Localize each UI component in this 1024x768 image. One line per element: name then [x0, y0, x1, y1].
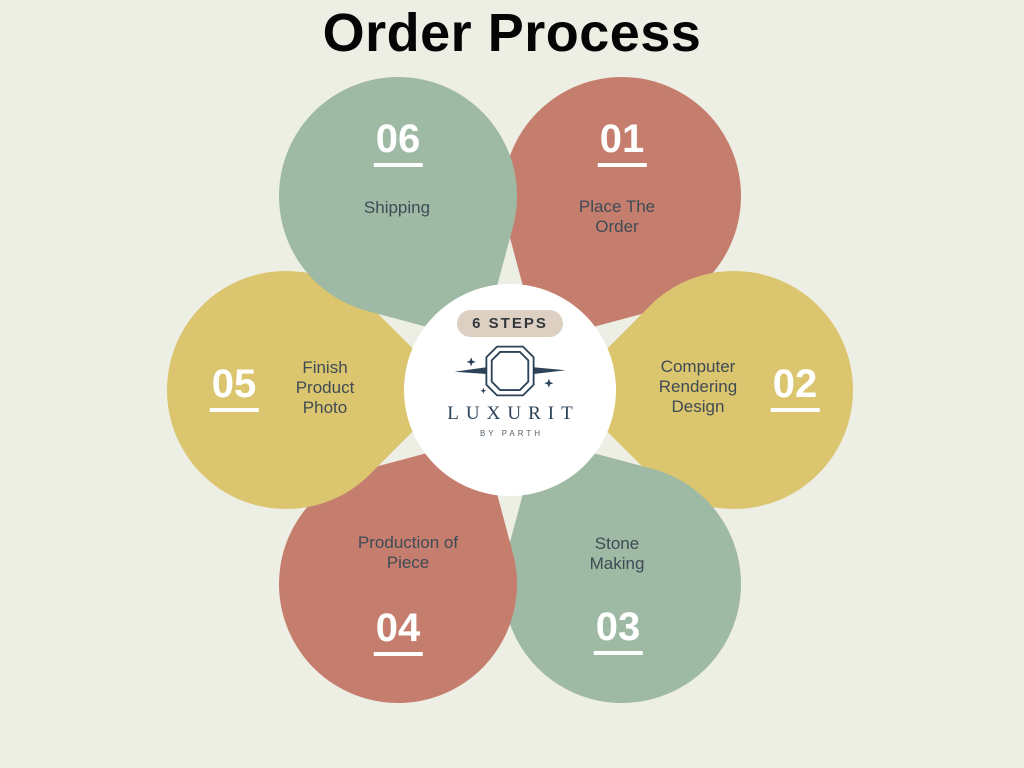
step-label-shipping: Shipping	[363, 197, 431, 217]
brand-tagline: BY PARTH	[479, 429, 544, 438]
step-number-04: 04	[373, 608, 423, 656]
step-number-06: 06	[373, 119, 423, 167]
step-label-place-the-order: Place The Order	[578, 196, 656, 236]
page-title: Order Process	[322, 3, 702, 63]
step-label-finish-product-photo: Finish Product Photo	[295, 357, 355, 418]
step-number-01: 01	[597, 119, 647, 167]
gem-logo-icon	[435, 339, 585, 403]
step-label-stone-making: Stone Making	[589, 533, 645, 573]
brand-name: LUXURIT	[447, 403, 580, 424]
step-number-02: 02	[770, 364, 820, 412]
step-label-production-of-piece: Production of Piece	[357, 532, 459, 572]
steps-count-badge: 6 STEPS	[457, 310, 563, 337]
step-number-03: 03	[593, 607, 643, 655]
center-circle: 6 STEPS LUXURIT	[404, 284, 616, 496]
step-label-computer-rendering-design: Computer Rendering Design	[658, 356, 738, 417]
step-number-05: 05	[209, 364, 259, 412]
